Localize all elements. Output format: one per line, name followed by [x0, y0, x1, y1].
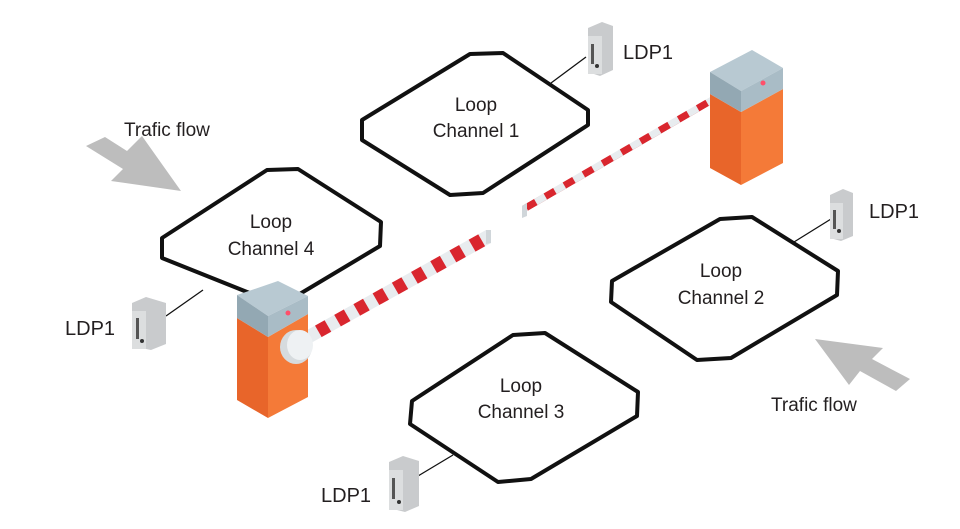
ldp1-device-3[interactable]: LDP1	[321, 456, 419, 512]
wire-loop-4	[165, 289, 204, 317]
loop-outline	[360, 51, 590, 197]
barrier-exit-boom	[522, 96, 712, 218]
loop-channel-3: Loop Channel 3	[408, 331, 640, 484]
barrier-entry-boom	[300, 230, 491, 348]
loop-label-line2: Channel 1	[433, 121, 520, 142]
arrow-down-right-icon	[86, 136, 181, 191]
traffic-flow-arrow-top-left: Trafic flow	[86, 120, 210, 191]
wire-loop-2	[793, 218, 832, 243]
ldp1-device-4[interactable]: LDP1	[65, 297, 166, 350]
loop-channel-2: Loop Channel 2	[609, 215, 840, 362]
loop-channel-1: Loop Channel 1	[360, 51, 590, 197]
ldp1-device-1[interactable]: LDP1	[588, 22, 673, 76]
traffic-flow-arrow-bottom-right: Trafic flow	[771, 339, 910, 416]
device-label: LDP1	[869, 201, 919, 223]
loop-outline	[408, 331, 640, 484]
detector-module-icon	[389, 456, 419, 512]
loop-channel-4: Loop Channel 4	[160, 167, 383, 300]
ldp1-device-2[interactable]: LDP1	[830, 189, 919, 241]
detector-module-icon	[132, 297, 166, 350]
wire-loop-3	[417, 454, 454, 477]
loop-label-line1: Loop	[455, 95, 497, 116]
traffic-flow-label: Trafic flow	[124, 120, 210, 141]
device-label: LDP1	[65, 318, 115, 340]
detector-module-icon	[588, 22, 613, 76]
indicator-light-icon	[285, 310, 291, 316]
device-label: LDP1	[321, 485, 371, 507]
barrier-exit	[710, 50, 783, 185]
traffic-flow-label: Trafic flow	[771, 395, 857, 416]
loop-label-line1: Loop	[500, 376, 542, 397]
loop-outline	[160, 167, 383, 300]
loop-label-line1: Loop	[700, 261, 742, 282]
loop-label-line2: Channel 4	[228, 239, 315, 260]
loop-label-line2: Channel 2	[678, 288, 765, 309]
wire-loop-1	[550, 56, 587, 84]
indicator-light-icon	[760, 80, 766, 86]
detector-module-icon	[830, 189, 853, 241]
loop-label-line2: Channel 3	[478, 402, 565, 423]
device-wires	[165, 56, 832, 477]
arrow-up-left-icon	[815, 339, 910, 391]
barrier-entry	[237, 281, 313, 418]
loop-outline	[609, 215, 840, 362]
device-label: LDP1	[623, 42, 673, 64]
loop-label-line1: Loop	[250, 212, 292, 233]
